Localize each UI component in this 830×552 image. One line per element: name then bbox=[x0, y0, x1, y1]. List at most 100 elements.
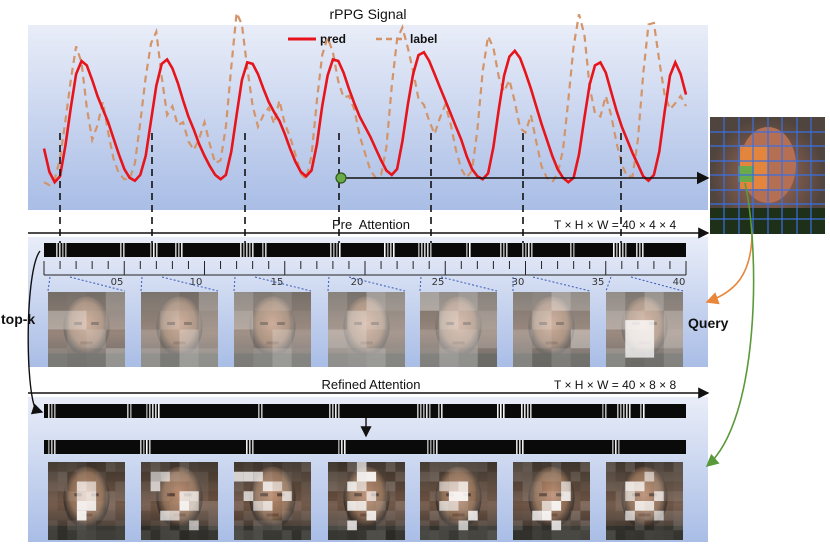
pre-attention-frame bbox=[234, 292, 311, 367]
pre-attention-frame bbox=[141, 292, 218, 367]
bar-stripe bbox=[636, 243, 638, 257]
bar-stripe bbox=[423, 404, 425, 418]
pre-attention-frame bbox=[606, 292, 683, 367]
pre-attention-frame bbox=[420, 292, 497, 367]
bar-stripe bbox=[59, 243, 61, 257]
tick-label-10: 10 bbox=[190, 277, 203, 288]
pre-attention-bar bbox=[44, 243, 686, 257]
bar-stripe bbox=[612, 440, 614, 454]
bar-stripe bbox=[146, 440, 148, 454]
bar-stripe bbox=[500, 404, 502, 418]
connector bbox=[161, 276, 219, 292]
bar-stripe bbox=[51, 440, 53, 454]
bar-stripe bbox=[420, 404, 422, 418]
bar-stripe bbox=[418, 243, 420, 257]
tick-label-05: 05 bbox=[111, 277, 124, 288]
bar-stripe bbox=[426, 404, 428, 418]
bar-stripe bbox=[338, 440, 340, 454]
pre-attention-thumbnails bbox=[48, 292, 683, 367]
pre-attention-frame bbox=[48, 292, 125, 367]
bar-stripe bbox=[522, 243, 524, 257]
refined-attention-frame bbox=[234, 462, 311, 540]
bar-stripe bbox=[246, 243, 248, 257]
bar-stripe bbox=[573, 243, 575, 257]
bar-stripe bbox=[156, 243, 158, 257]
bar-stripe bbox=[123, 243, 125, 257]
bar-background bbox=[44, 440, 686, 454]
bar-stripe bbox=[618, 440, 620, 454]
bar-stripe bbox=[430, 440, 432, 454]
bar-stripe bbox=[150, 243, 152, 257]
bar-stripe bbox=[384, 243, 386, 257]
bar-stripe bbox=[524, 404, 526, 418]
bar-stripe bbox=[620, 404, 622, 418]
bar-stripe bbox=[643, 404, 645, 418]
bar-stripe bbox=[181, 243, 183, 257]
bar-stripe bbox=[429, 404, 431, 418]
bar-stripe bbox=[330, 243, 332, 257]
legend: pred label bbox=[288, 32, 437, 46]
bar-stripe bbox=[329, 404, 331, 418]
bar-stripe bbox=[615, 440, 617, 454]
bar-stripe bbox=[158, 404, 160, 418]
bar-stripe bbox=[622, 243, 624, 257]
bar-stripe bbox=[51, 404, 53, 418]
top-k-arrow bbox=[27, 250, 44, 415]
query-grid bbox=[710, 117, 825, 234]
refined-attention-frame bbox=[141, 462, 218, 540]
bar-stripe bbox=[48, 404, 50, 418]
bar-stripe bbox=[332, 404, 334, 418]
bar-stripe bbox=[516, 440, 518, 454]
bar-stripe bbox=[424, 243, 426, 257]
timeline-tick-marks bbox=[43, 261, 687, 275]
bar-stripe bbox=[178, 243, 180, 257]
query-label: Query bbox=[688, 315, 729, 331]
bar-stripe bbox=[613, 243, 615, 257]
refined-attention-frame bbox=[48, 462, 125, 540]
bar-stripe bbox=[54, 404, 56, 418]
bar-stripe bbox=[640, 404, 642, 418]
bar-stripe bbox=[258, 404, 260, 418]
pre-attention-frame bbox=[328, 292, 405, 367]
tick-label-20: 20 bbox=[351, 277, 364, 288]
bar-stripe bbox=[503, 404, 505, 418]
bar-stripe bbox=[430, 243, 432, 257]
connector bbox=[532, 276, 591, 292]
refined-attention-thumbnails bbox=[48, 462, 683, 540]
bar-stripe bbox=[390, 243, 392, 257]
bar-stripe bbox=[56, 243, 58, 257]
refined-attention-frame bbox=[420, 462, 497, 540]
bar-stripe bbox=[54, 440, 56, 454]
bar-stripe bbox=[436, 440, 438, 454]
bar-stripe bbox=[338, 404, 340, 418]
legend-pred-label: pred bbox=[320, 32, 346, 46]
bar-stripe bbox=[265, 243, 267, 257]
bar-stripe bbox=[619, 243, 621, 257]
bar-stripe bbox=[466, 243, 468, 257]
pre-attention-dims: T × H × W = 40 × 4 × 4 bbox=[554, 218, 677, 232]
bar-stripe bbox=[525, 243, 527, 257]
connector bbox=[630, 276, 684, 292]
bar-stripe bbox=[427, 243, 429, 257]
bar-stripe bbox=[530, 404, 532, 418]
bar-stripe bbox=[333, 243, 335, 257]
query-patch bbox=[738, 166, 754, 182]
refined-attention-frame bbox=[606, 462, 683, 540]
bar-stripe bbox=[616, 243, 618, 257]
bar-stripe bbox=[344, 440, 346, 454]
bar-stripe bbox=[152, 404, 154, 418]
bar-stripe bbox=[261, 404, 263, 418]
bar-stripe bbox=[149, 404, 151, 418]
bar-stripe bbox=[65, 243, 67, 257]
thumbnail-connectors bbox=[47, 276, 684, 292]
bar-stripe bbox=[441, 404, 443, 418]
refined-attention-label: Refined Attention bbox=[321, 377, 420, 392]
bar-stripe bbox=[427, 440, 429, 454]
bar-stripe bbox=[531, 243, 533, 257]
tick-label-25: 25 bbox=[432, 277, 445, 288]
bar-stripe bbox=[623, 404, 625, 418]
bar-stripe bbox=[48, 440, 50, 454]
bar-stripe bbox=[421, 243, 423, 257]
bar-background bbox=[44, 243, 686, 257]
